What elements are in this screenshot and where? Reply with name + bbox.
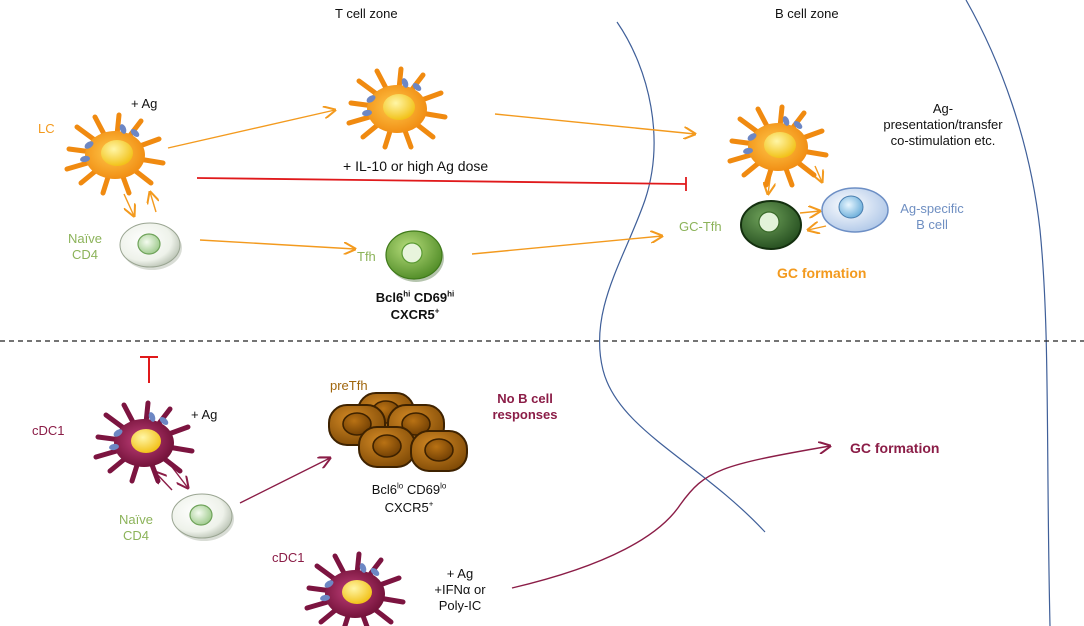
naive-cd4-label-bottom: Naïve CD4 xyxy=(119,512,153,543)
gc-tfh-cell-icon xyxy=(740,200,802,250)
b-cell-icon xyxy=(821,187,889,233)
tfh-cell-icon xyxy=(385,230,444,282)
tfh-label: Tfh xyxy=(357,249,376,264)
b-cell-zone-label: B cell zone xyxy=(775,6,839,21)
tfh-marker-line2: CXCR5+ xyxy=(390,306,440,322)
ag-label-bottom: + Ag xyxy=(191,407,218,422)
naive-cd4-t-cell-icon xyxy=(171,493,235,542)
conventional-dc1-icon xyxy=(307,554,403,626)
lc-label: LC xyxy=(38,121,55,136)
ag-specific-b-cell-label: Ag-specific B cell xyxy=(900,201,964,232)
langerhans-cell-icon xyxy=(349,69,445,147)
pretfh-cell-cluster-icon xyxy=(328,392,468,472)
langerhans-cell-icon xyxy=(67,115,163,193)
pretfh-marker-line1: Bcl6lo CD69lo xyxy=(371,481,447,497)
cdc1-label-b: cDC1 xyxy=(272,550,305,565)
pretfh-label: preTfh xyxy=(330,378,368,393)
t-cell-zone-label: T cell zone xyxy=(335,6,398,21)
no-b-cell-responses-label: No B cell responses xyxy=(492,391,558,422)
top-arrows xyxy=(123,110,827,254)
ag-presentation-label: Ag- presentation/transfer co-stimulation… xyxy=(883,101,1003,148)
b-cell-zone-outer-boundary xyxy=(965,0,1051,626)
t-b-zone-boundary xyxy=(598,21,766,533)
cdc1-inhibition-mark xyxy=(140,356,158,383)
gc-formation-label-bottom: GC formation xyxy=(850,440,940,456)
gc-tfh-label: GC-Tfh xyxy=(679,219,722,234)
langerhans-cell-icon xyxy=(730,107,826,185)
ag-label-top: + Ag xyxy=(131,96,158,111)
conventional-dc1-icon xyxy=(96,403,192,481)
tfh-marker-line1: Bcl6hi CD69hi xyxy=(375,289,455,305)
naive-cd4-t-cell-icon xyxy=(119,222,183,271)
gc-formation-label-top: GC formation xyxy=(777,265,867,281)
il10-label: + IL-10 or high Ag dose xyxy=(343,158,489,174)
pretfh-marker-line2: CXCR5+ xyxy=(384,499,434,515)
naive-cd4-label-top: Naïve CD4 xyxy=(68,231,102,262)
cdc1-label-a: cDC1 xyxy=(32,423,65,438)
il10-inhibition-line xyxy=(196,177,687,191)
ifn-polyic-label: + Ag +IFNα or Poly-IC xyxy=(434,566,486,613)
